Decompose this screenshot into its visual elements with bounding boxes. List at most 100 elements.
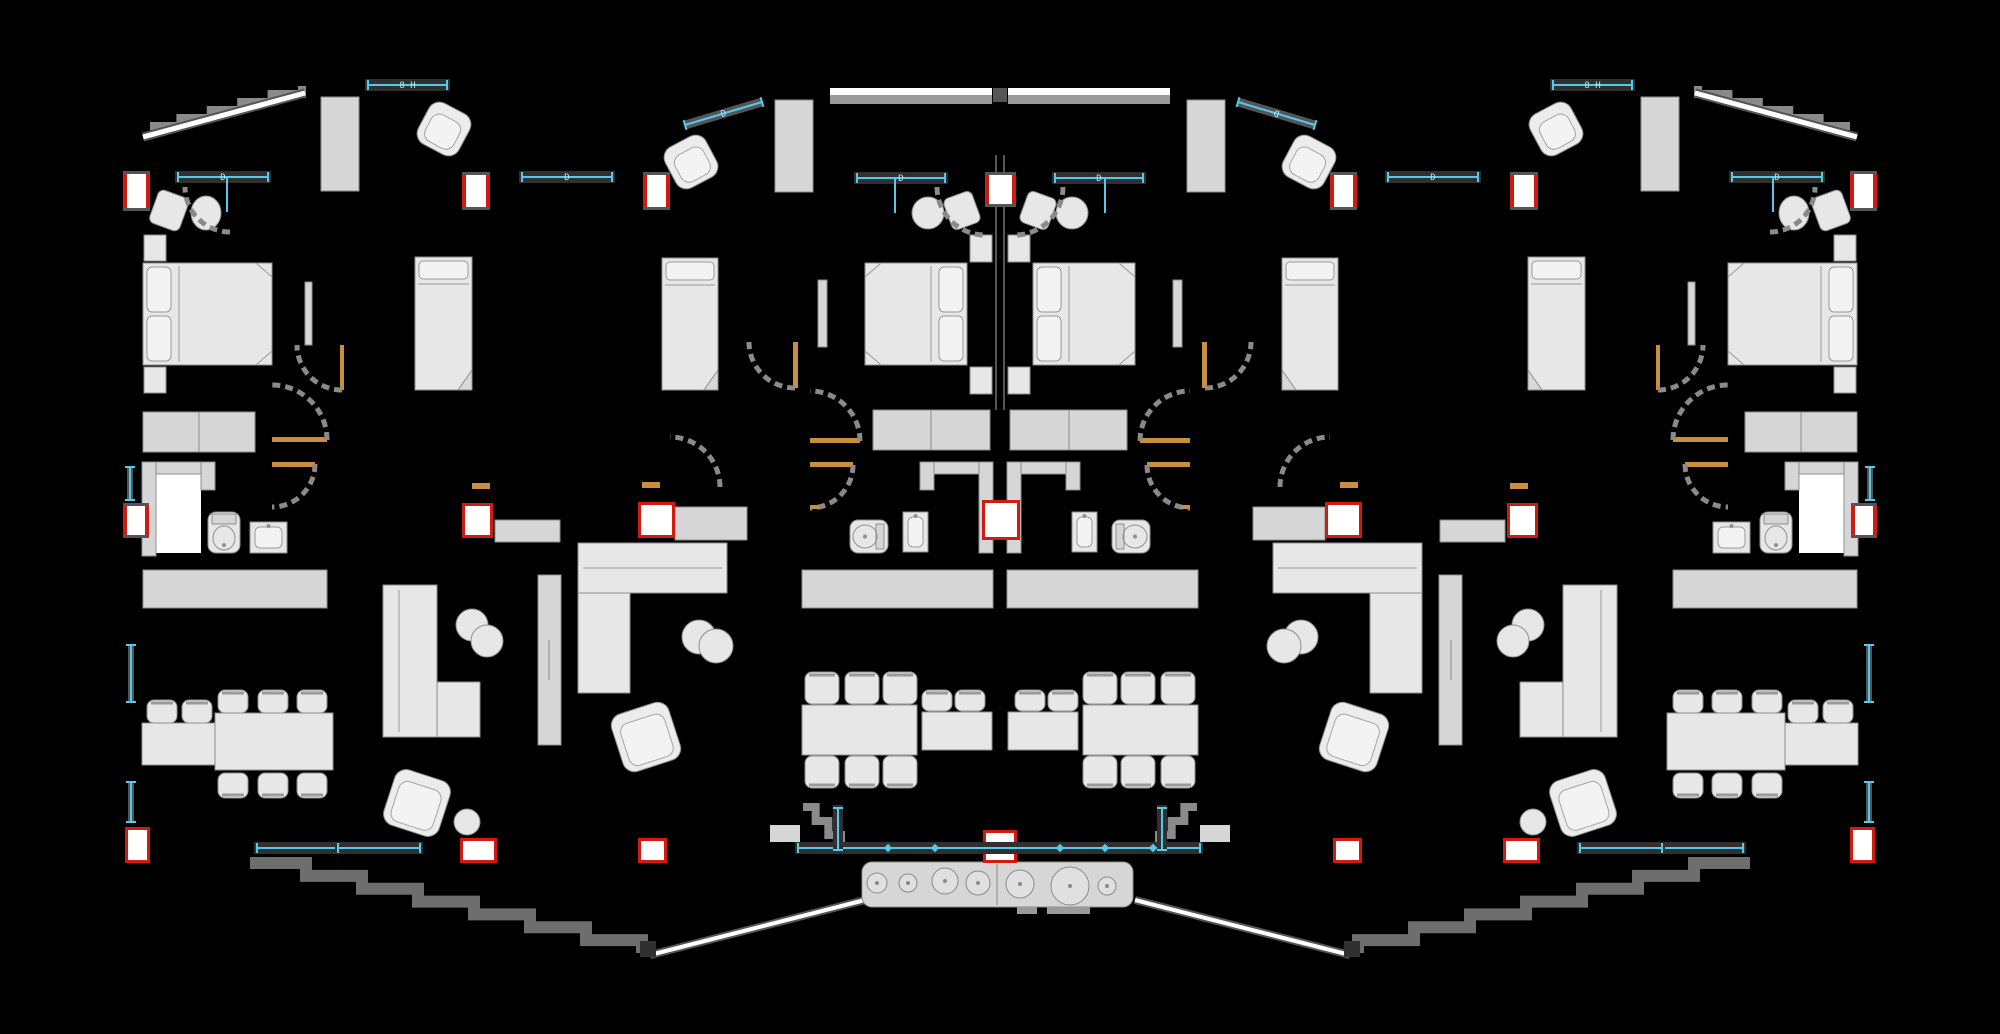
wardrobe [774, 99, 814, 193]
entry-door-frame-jamb [146, 171, 150, 211]
master-bed-mirror-fold [1727, 350, 1745, 366]
washbasin-basin [254, 526, 283, 549]
dining-chair-mirror [1711, 772, 1743, 799]
coffee-table-mirror [1496, 624, 1530, 658]
door-leaf [642, 482, 660, 488]
door-swing-arc [669, 434, 723, 488]
dining-chair [296, 689, 328, 714]
window-dim-mirror-label: D [1096, 174, 1101, 184]
entry-door-frame-mirror [1510, 172, 1538, 210]
sofa-section-mirror [1562, 584, 1618, 738]
door-leaf [272, 437, 327, 442]
master-bed-mirror-pillow [1036, 266, 1062, 313]
master-bed-fold [864, 262, 882, 278]
sofa-section-mirror [1369, 592, 1423, 694]
entry-door-frame-frame [638, 502, 675, 538]
entry-door-frame-mirror-jamb [1330, 172, 1334, 210]
window-dim-mirror-label: 8 H [1584, 81, 1600, 91]
master-bed-mirror-pillow [1036, 315, 1062, 362]
single-bed-pillow [418, 260, 469, 280]
tv-panel-mirror [1172, 279, 1183, 348]
entry-door-frame [125, 827, 150, 863]
entry-door-frame-mirror-frame [1507, 503, 1538, 538]
bath-counter-stub [200, 461, 216, 491]
toilet-drain [222, 543, 226, 547]
nightstand-mirror [1833, 366, 1857, 394]
entry-door-frame-mirror [1330, 172, 1357, 210]
entry-door-frame-mirror-cap [1510, 172, 1538, 175]
shaft-top-jamb [1012, 172, 1016, 207]
lounge-armchair [663, 134, 719, 190]
door-swing-arc-mirror [1657, 344, 1706, 393]
bath-floor [156, 474, 201, 553]
entry-door-frame-mirror-cap [1850, 171, 1877, 174]
shaft-top-cap [985, 204, 1016, 207]
window-dim-label: 8 H [399, 81, 415, 91]
entry-door-frame-frame [460, 838, 497, 863]
door-swing-arc-mirror [1014, 186, 1066, 238]
entry-door-frame-cap [123, 208, 150, 211]
dining-chair-mirror [1082, 671, 1118, 705]
dining-table [214, 712, 334, 771]
tv-panel [304, 281, 313, 346]
door-leaf-mirror [1147, 462, 1190, 467]
entry-door-frame [460, 838, 497, 863]
entry-door-frame-mirror [1851, 503, 1877, 538]
nightstand [143, 366, 167, 394]
window-dim-mirror-label: D [1774, 173, 1779, 183]
planter-foot [1047, 907, 1090, 914]
bath-counter-stub-mirror [1065, 461, 1081, 491]
entry-door-frame-mirror-frame [1503, 838, 1540, 863]
toilet-tank [875, 523, 885, 550]
entry-door-frame-mirror-cap [1850, 208, 1877, 211]
dining-chair-mirror [1120, 671, 1156, 705]
facade-diagonal-wall-mirror [1694, 90, 1858, 140]
entry-door-frame-mirror-cap [1851, 535, 1877, 538]
window-band-center-mark [1100, 843, 1110, 853]
door-leaf-mirror [1181, 505, 1190, 509]
dining-chair [921, 689, 953, 712]
wall-band-mirror [1200, 825, 1230, 842]
door-swing-arc-mirror [1144, 464, 1191, 511]
entry-door-frame [123, 171, 150, 211]
plant-core [1105, 884, 1109, 888]
door-swing-arc [271, 382, 330, 441]
toilet-mirror-drain [1774, 543, 1778, 547]
master-bed-fold [255, 350, 273, 366]
single-bed-mirror-fold [1527, 368, 1543, 391]
entry-door-frame-mirror-cap [1510, 207, 1538, 210]
dining-chair [257, 689, 289, 714]
entry-door-frame-mirror-frame [1850, 827, 1875, 863]
master-bed-pillow [146, 315, 172, 362]
window-dim-label: D [564, 173, 569, 183]
dining-chair [804, 671, 840, 705]
dining-chair-mirror [1751, 772, 1783, 799]
window-dim-diagonal-mirror-tick [1312, 119, 1318, 131]
window-band-center-mark [883, 843, 893, 853]
facade-step-band [150, 86, 306, 130]
kitchen-counter [801, 569, 994, 609]
dining-chair-mirror [1672, 772, 1704, 799]
shaft-top [985, 172, 1016, 207]
entry-door-frame-jamb [666, 172, 670, 210]
entry-door-frame-cap [462, 172, 490, 175]
washbasin-faucet [913, 514, 918, 518]
dining-chair [296, 772, 328, 799]
master-bed-pillow [938, 266, 964, 313]
window-band-center-mark [930, 843, 940, 853]
entry-door-frame-jamb [145, 503, 149, 538]
parapet-step-band-mirror [1352, 857, 1750, 953]
entry-door-frame-mirror [1850, 827, 1875, 863]
balcony-railing-mirror [1008, 88, 1170, 95]
entry-door-frame-mirror-frame [1325, 502, 1362, 538]
toilet-bowl [852, 524, 878, 549]
master-bed-pillow [146, 266, 172, 313]
door-swing-arc [809, 388, 863, 442]
entry-door-frame-mirror-jamb [1873, 503, 1877, 538]
plant-core [943, 879, 947, 883]
desk-chair-mirror [1811, 189, 1851, 232]
single-bed-mirror-fold [1281, 368, 1297, 391]
plant-core [976, 881, 980, 885]
entry-console [674, 506, 748, 541]
